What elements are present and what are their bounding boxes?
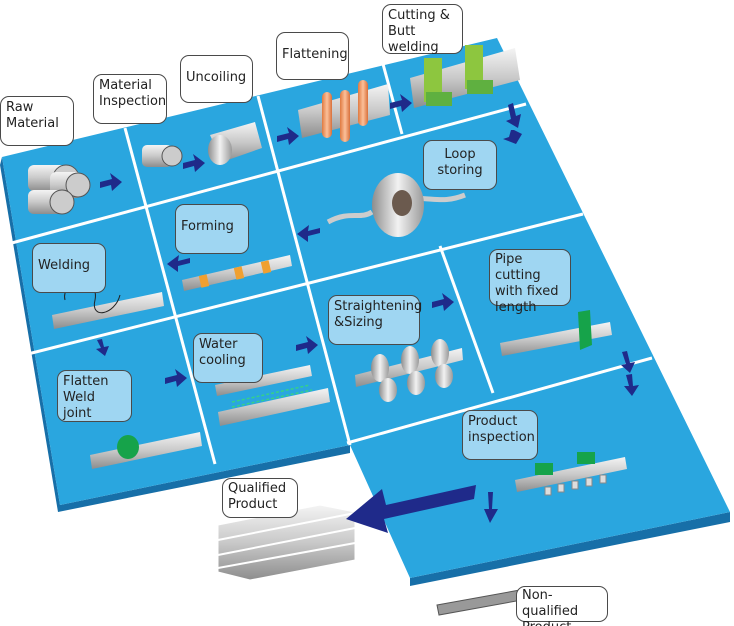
arrow-right-icon — [296, 336, 318, 354]
arrow-left-icon — [167, 255, 190, 272]
label-pipe-cutting: Pipe cutting with fixed length — [489, 249, 571, 315]
label-forming: Forming — [175, 204, 249, 254]
butt-welding-illustration — [410, 45, 520, 108]
straightening-illustration — [355, 339, 463, 402]
label-flatten-weld-joint: Flatten Weld joint — [57, 370, 132, 422]
flattening-illustration — [298, 80, 390, 142]
forming-illustration — [182, 255, 292, 291]
arrow-right-icon — [390, 94, 412, 112]
flow-arrows — [96, 94, 639, 533]
label-non-qualified-product: Non-qualified Product — [516, 586, 608, 626]
label-loop-storing: Loop storing — [423, 140, 497, 190]
flatten-weld-joint-illustration — [90, 432, 202, 469]
label-qualified-product: Qualified Product — [222, 478, 298, 518]
label-welding: Welding — [32, 243, 106, 293]
label-raw-material: Raw Material — [0, 96, 74, 146]
label-straightening-sizing: Straightening &Sizing — [328, 295, 422, 345]
water-cooling-illustration — [215, 365, 330, 426]
arrow-down-icon — [96, 339, 109, 356]
label-water-cooling: Water cooling — [193, 333, 263, 383]
arrow-down-icon — [506, 103, 521, 128]
arrow-down-icon — [484, 492, 498, 523]
arrow-right-icon — [183, 154, 205, 172]
steel-coils-illustration — [28, 145, 183, 215]
label-material-inspection: Material Inspection — [93, 74, 167, 124]
qualified-pipes-illustration — [217, 504, 356, 581]
product-inspection-illustration — [515, 452, 627, 496]
label-uncoiling: Uncoiling — [180, 55, 253, 103]
arrow-left-icon — [297, 225, 320, 242]
arrow-down-icon — [503, 130, 522, 144]
uncoiling-illustration — [208, 122, 262, 165]
big-arrow-left-icon — [346, 485, 476, 533]
label-product-inspection: Product inspection — [462, 410, 538, 460]
arrow-down-icon — [624, 374, 639, 396]
arrow-right-icon — [165, 369, 187, 387]
board-side-right — [410, 512, 730, 586]
pipe-cutting-illustration — [500, 310, 612, 356]
arrow-right-icon — [277, 127, 299, 145]
loop-coil-illustration — [326, 173, 466, 237]
grid-lines — [7, 63, 653, 465]
label-cutting-butt-welding: Cutting & Butt welding — [382, 4, 463, 55]
arrow-right-icon — [432, 293, 454, 311]
label-flattening: Flattening — [276, 32, 349, 80]
arrow-right-icon — [100, 173, 122, 191]
non-qualified-pipe-illustration — [436, 589, 523, 616]
arrow-down-icon — [621, 351, 635, 373]
